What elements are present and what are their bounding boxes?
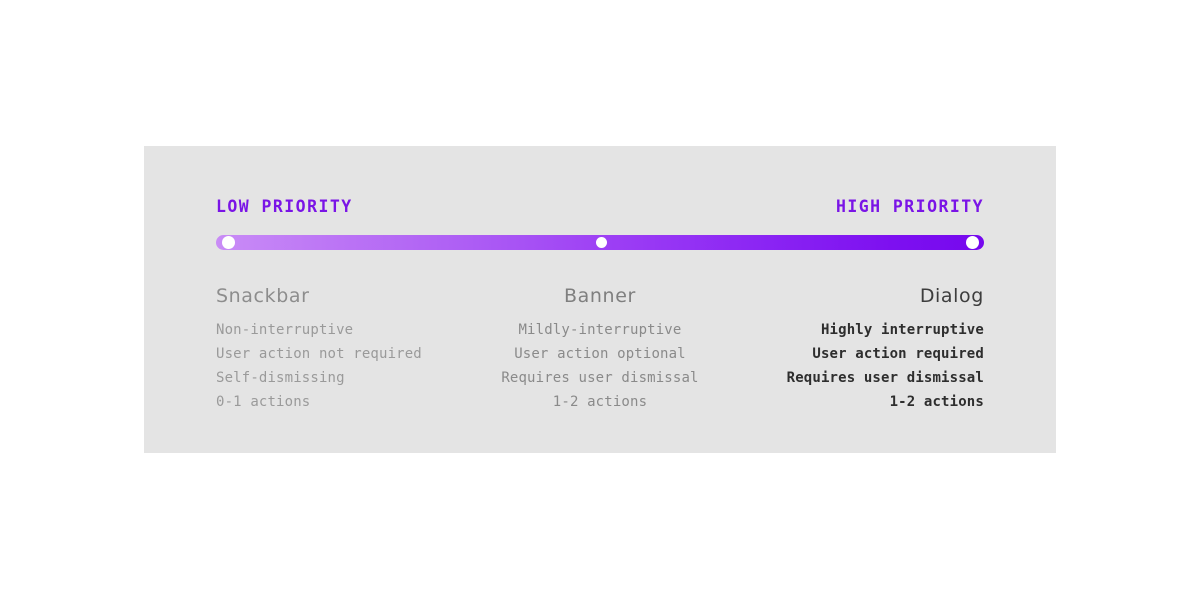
comparison-columns: Snackbar Non-interruptive User action no…: [216, 284, 984, 414]
column-line: Highly interruptive: [820, 322, 984, 338]
column-line: Non-interruptive: [216, 322, 354, 338]
column-line: User action required: [812, 346, 984, 362]
column-dialog: Dialog Highly interruptive User action r…: [728, 284, 984, 414]
column-line: Requires user dismissal: [501, 370, 699, 386]
priority-slider[interactable]: [216, 232, 984, 252]
column-line: Requires user dismissal: [786, 370, 984, 386]
column-line: 1-2 actions: [552, 394, 648, 410]
priority-scale-panel: LOW PRIORITY HIGH PRIORITY Snackbar Non-…: [144, 146, 1056, 453]
low-priority-label: LOW PRIORITY: [216, 197, 353, 216]
column-title-dialog: Dialog: [919, 285, 984, 307]
column-line: Mildly-interruptive: [518, 322, 682, 338]
priority-labels-row: LOW PRIORITY HIGH PRIORITY: [216, 196, 984, 218]
panel-content: LOW PRIORITY HIGH PRIORITY Snackbar Non-…: [216, 196, 984, 414]
column-line: 1-2 actions: [889, 394, 984, 410]
high-priority-label: HIGH PRIORITY: [836, 197, 984, 216]
column-title-banner: Banner: [564, 285, 636, 307]
slider-thumb-dialog[interactable]: [966, 236, 979, 249]
column-line: User action optional: [514, 346, 686, 362]
column-banner: Banner Mildly-interruptive User action o…: [472, 284, 728, 414]
column-snackbar: Snackbar Non-interruptive User action no…: [216, 284, 472, 414]
slider-thumb-banner[interactable]: [596, 237, 607, 248]
column-line: User action not required: [216, 346, 422, 362]
column-title-snackbar: Snackbar: [216, 285, 310, 307]
column-line: 0-1 actions: [216, 394, 311, 410]
slider-thumb-snackbar[interactable]: [222, 236, 235, 249]
column-line: Self-dismissing: [216, 370, 345, 386]
